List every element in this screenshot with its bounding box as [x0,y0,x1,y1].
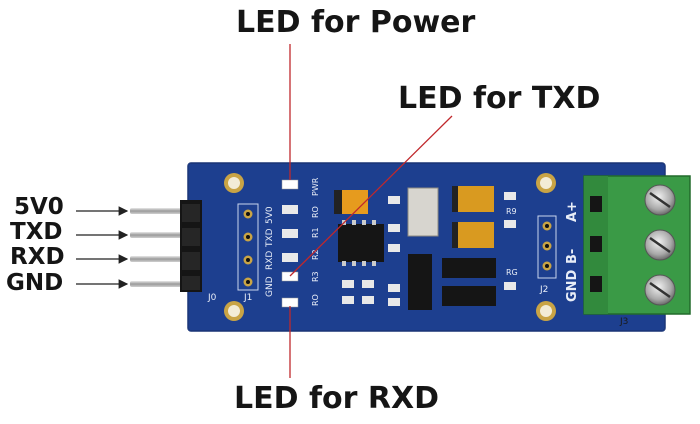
led-label-r2: R2 [311,249,320,260]
j2-label-a: A+ [565,201,580,222]
callout-led-power: LED for Power [236,5,476,40]
mounting-holes [224,173,556,321]
mid-label-rxd: RXD [265,251,275,270]
mid-label-gnd: GND [265,276,275,297]
pin-label-rxd: RXD [10,244,65,270]
j2-label-gnd: GND [565,269,580,302]
terminal-block [583,175,691,315]
right-label-r9: R9 [506,207,517,216]
pin-label-5v0: 5V0 [14,194,64,220]
callout-lines [289,44,453,378]
led-label-r3: R3 [311,271,320,282]
j2-label-b: B- [565,249,580,264]
ic-chip [338,220,384,266]
smd-parts [342,192,516,306]
mid-label-txd: TXD [265,228,275,248]
led-label-pwr: PWR [311,177,320,196]
callout-led-rxd: LED for RXD [234,381,439,416]
header-j2 [537,215,557,279]
mid-label-5v0: 5V0 [265,206,275,224]
led-column [281,179,299,308]
pin-label-gnd: GND [6,270,64,296]
ceramic-capacitor [407,187,439,237]
pin-arrows [76,206,129,289]
led-label-ro: RO [311,206,320,218]
right-label-rg: RG [506,268,518,277]
header-j0 [180,200,202,292]
led-label-ro2: RO [311,294,320,306]
tvs-diodes [452,186,494,248]
label-j0: J0 [207,293,217,303]
tantalum-capacitor [334,190,368,214]
header-j1 [237,203,259,291]
callout-led-txd: LED for TXD [398,81,601,116]
label-j1: J1 [243,293,252,303]
black-components [408,254,496,310]
label-j2: J2 [539,285,548,295]
pin-label-txd: TXD [10,219,63,245]
label-j3: J3 [619,317,628,327]
led-label-r1: R1 [311,227,320,238]
header-pins [130,208,192,287]
